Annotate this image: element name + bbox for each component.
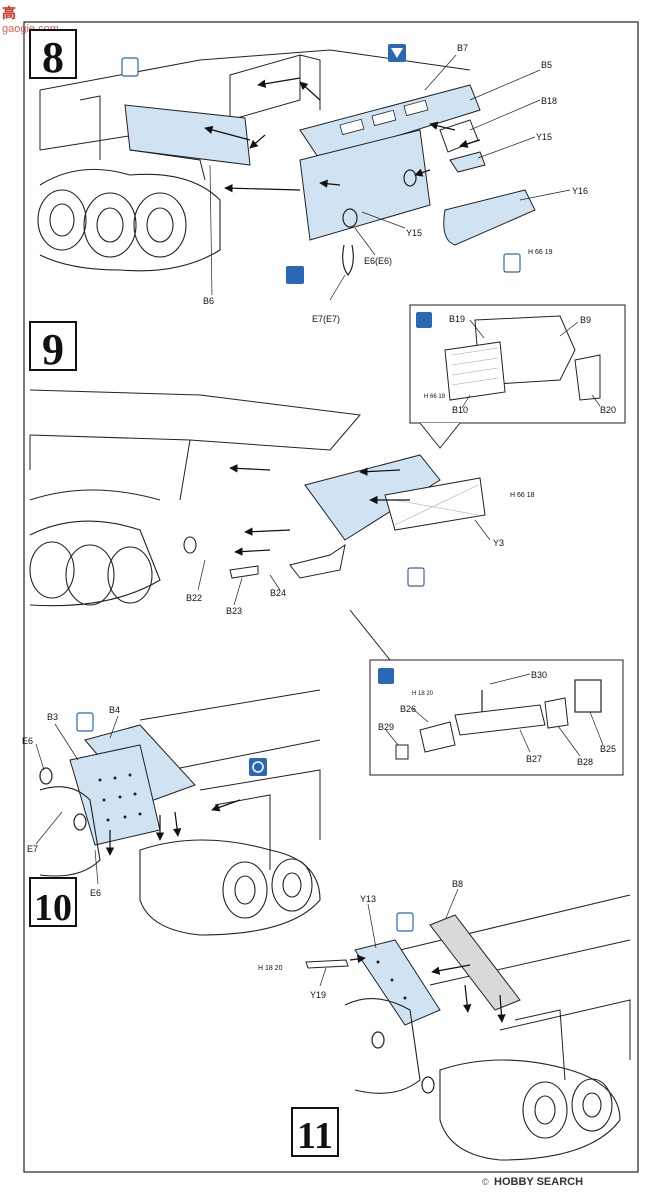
label-b29: B29 [378,722,394,732]
ref-tag-3: H 18 20 [258,965,283,972]
label-e7: E7 [27,844,38,854]
part-b6 [124,104,251,166]
part-e7 [342,244,354,276]
label-b10: B10 [452,405,468,415]
inset-ref-2: H 18 20 [412,691,434,697]
label-b25: B25 [600,744,616,754]
part-y19 [305,959,349,969]
label-b24: B24 [270,588,286,598]
glue-icon-2 [378,668,394,684]
step-8: 8 [29,29,588,324]
label-y13: Y13 [360,894,376,904]
cement-icon-4 [76,712,94,732]
part-b25 [574,679,602,713]
inset-parts: B30 B26 B29 B27 B28 B25 H 18 20 [349,609,624,776]
label-y15-b: Y15 [406,228,422,238]
step-10-wheels [39,786,321,936]
cement-icon-5 [396,912,414,932]
label-b6: B6 [203,296,214,306]
svg-text:HOBBY SEARCH: HOBBY SEARCH [494,1176,583,1188]
part-e6 [342,208,358,228]
label-e6-top: E6 [22,736,33,746]
part-y3-cover [384,477,486,531]
part-b27 [454,704,546,736]
label-b18: B18 [541,96,557,106]
part-b29 [395,744,409,760]
ref-tag: H 66 19 [528,249,553,256]
watermark-bottom: © HOBBY SEARCH [482,1176,583,1188]
part-b26 [419,721,456,753]
cement-icon [121,57,139,77]
step-10-number: 10 [34,887,72,929]
ref-tag-2: H 66 18 [510,492,535,499]
sheet-border [23,21,639,1173]
part-b18 [439,119,479,153]
step-9-wheels [29,520,161,607]
label-b20: B20 [600,405,616,415]
step-11-wheels [344,998,621,1161]
scribe-icon [249,758,267,776]
label-b23: B23 [226,606,242,616]
svg-text:高: 高 [2,5,16,21]
label-b4: B4 [109,705,120,715]
cement-icon-2 [503,253,521,273]
inset-ref: H 66 19 [424,394,446,400]
label-b26: B26 [400,704,416,714]
step-9: 9 B19 B9 B10 B20 H 66 19 [29,304,626,616]
step-8-wheels [37,168,221,272]
part-y15 [449,151,486,173]
step-8-box [29,29,77,79]
part-b8 [429,914,521,1011]
label-b9: B9 [580,315,591,325]
svg-text:©: © [482,1177,489,1187]
label-y15: Y15 [536,132,552,142]
part-b23 [229,565,259,579]
part-b24 [289,543,346,579]
step-10-box [29,877,77,927]
part-b10 [444,341,506,401]
step-9-box [29,321,77,371]
part-y16 [443,189,536,246]
label-y16: Y16 [572,186,588,196]
step-11-box [291,1107,339,1157]
step-11: 11 [258,879,631,1161]
label-y3: Y3 [493,538,504,548]
label-b28: B28 [577,757,593,767]
part-y13 [354,939,441,1026]
label-b8: B8 [452,879,463,889]
glue-icon [416,312,432,328]
cut-icon [286,266,304,284]
label-b22: B22 [186,593,202,603]
label-b3: B3 [47,712,58,722]
cement-icon-3 [407,567,425,587]
label-e7: E7(E7) [312,314,340,324]
label-b5: B5 [541,60,552,70]
part-b7 [299,84,481,161]
part-b20 [574,354,601,401]
step-9-number: 9 [42,325,64,374]
label-b30: B30 [531,670,547,680]
label-b7: B7 [457,43,468,53]
step-10: 10 [22,689,321,936]
label-e6: E6(E6) [364,256,392,266]
label-b27: B27 [526,754,542,764]
step-8-number: 8 [42,33,64,82]
label-e6-bottom: E6 [90,888,101,898]
part-b28 [544,697,569,729]
label-b19: B19 [449,314,465,324]
step-11-number: 11 [297,1115,333,1157]
label-y19: Y19 [310,990,326,1000]
part-rear-plate [299,129,431,241]
